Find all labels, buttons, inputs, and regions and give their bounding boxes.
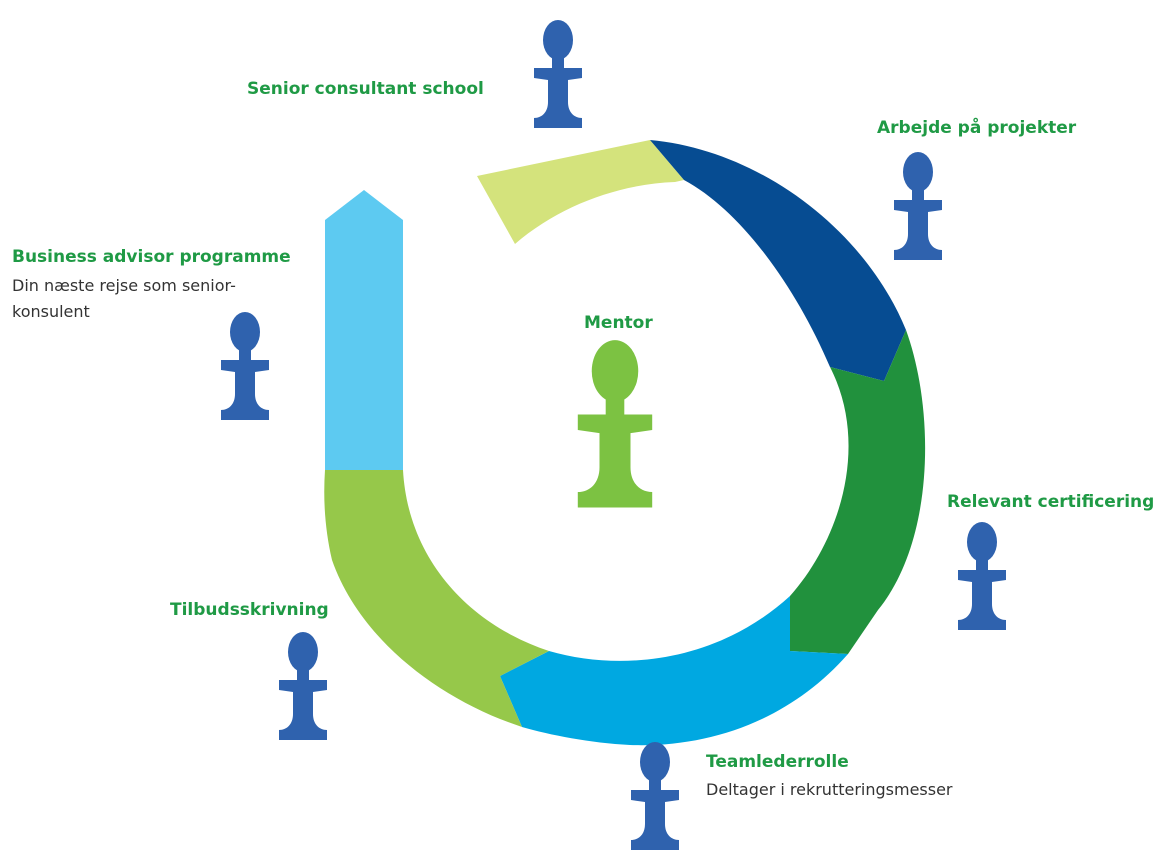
center-label-mentor: Mentor xyxy=(584,313,653,333)
person-figure-icon xyxy=(534,20,582,128)
person-figure-icon xyxy=(279,632,327,740)
stage-title-senior-consultant-school: Senior consultant school xyxy=(247,79,484,99)
stage-title-business-advisor-programme: Business advisor programme xyxy=(12,247,291,267)
ring-segment-arbejde-paa-projekter xyxy=(650,140,906,381)
ring-segment-relevant-certificering xyxy=(790,330,926,654)
stage-title-arbejde-paa-projekter: Arbejde på projekter xyxy=(877,118,1077,138)
stage-title-tilbudsskrivning: Tilbudsskrivning xyxy=(170,600,329,620)
ring-segment-senior-consultant-school xyxy=(477,140,684,244)
person-figure-icon xyxy=(894,152,942,260)
stage-subtitle-business-advisor-programme-line2: konsulent xyxy=(12,302,90,321)
ring-segment-teamlederrolle xyxy=(500,596,848,746)
stage-title-relevant-certificering: Relevant certificering xyxy=(947,492,1155,512)
person-figure-icon xyxy=(631,742,679,850)
mentor-figure-icon xyxy=(577,340,653,508)
stage-subtitle-business-advisor-programme-line1: Din næste rejse som senior- xyxy=(12,276,236,295)
stage-title-teamlederrolle: Teamlederrolle xyxy=(706,752,849,772)
stage-subtitle-teamlederrolle: Deltager i rekrutteringsmesser xyxy=(706,780,953,799)
arrow-business-advisor-programme xyxy=(325,190,403,470)
ring-segment-tilbudsskrivning xyxy=(324,470,549,727)
person-figure-icon xyxy=(221,312,269,420)
person-figure-icon xyxy=(958,522,1006,630)
